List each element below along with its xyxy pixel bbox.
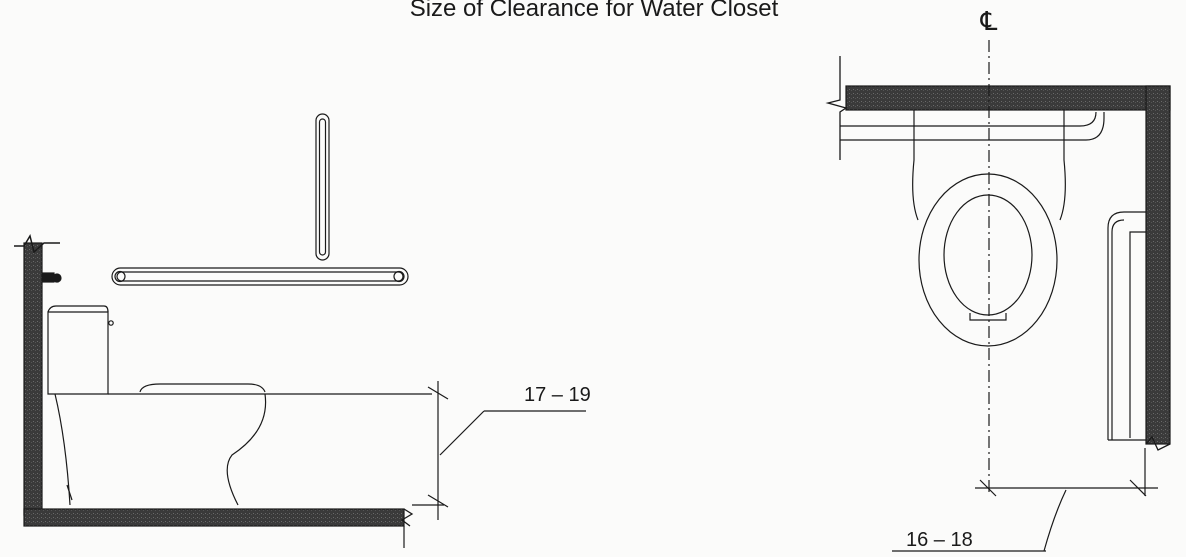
diagram-title: Size of Clearance for Water Closet [410, 0, 779, 22]
seat-height-dimension [412, 381, 586, 520]
toilet-paper-holder-icon [41, 272, 62, 283]
vertical-grab-bar [315, 113, 330, 261]
seat-height-label: 17 – 19 [524, 384, 591, 406]
back-wall [14, 234, 60, 516]
floor-slab [23, 508, 414, 548]
horizontal-grab-bar [111, 267, 409, 286]
rear-wall [825, 56, 1171, 160]
toilet-side-profile [47, 305, 432, 506]
rear-grab-bar [840, 111, 1105, 141]
side-grab-bar [1107, 211, 1146, 441]
side-wall [1145, 85, 1171, 451]
toilet-plan-outline [912, 110, 1066, 347]
centerline-offset-label: 16 – 18 [906, 529, 973, 551]
centerline-symbol: ℄ [980, 6, 998, 36]
centerline-offset-dimension [892, 448, 1158, 552]
side-elevation-view [14, 113, 586, 548]
plan-view [825, 40, 1171, 552]
